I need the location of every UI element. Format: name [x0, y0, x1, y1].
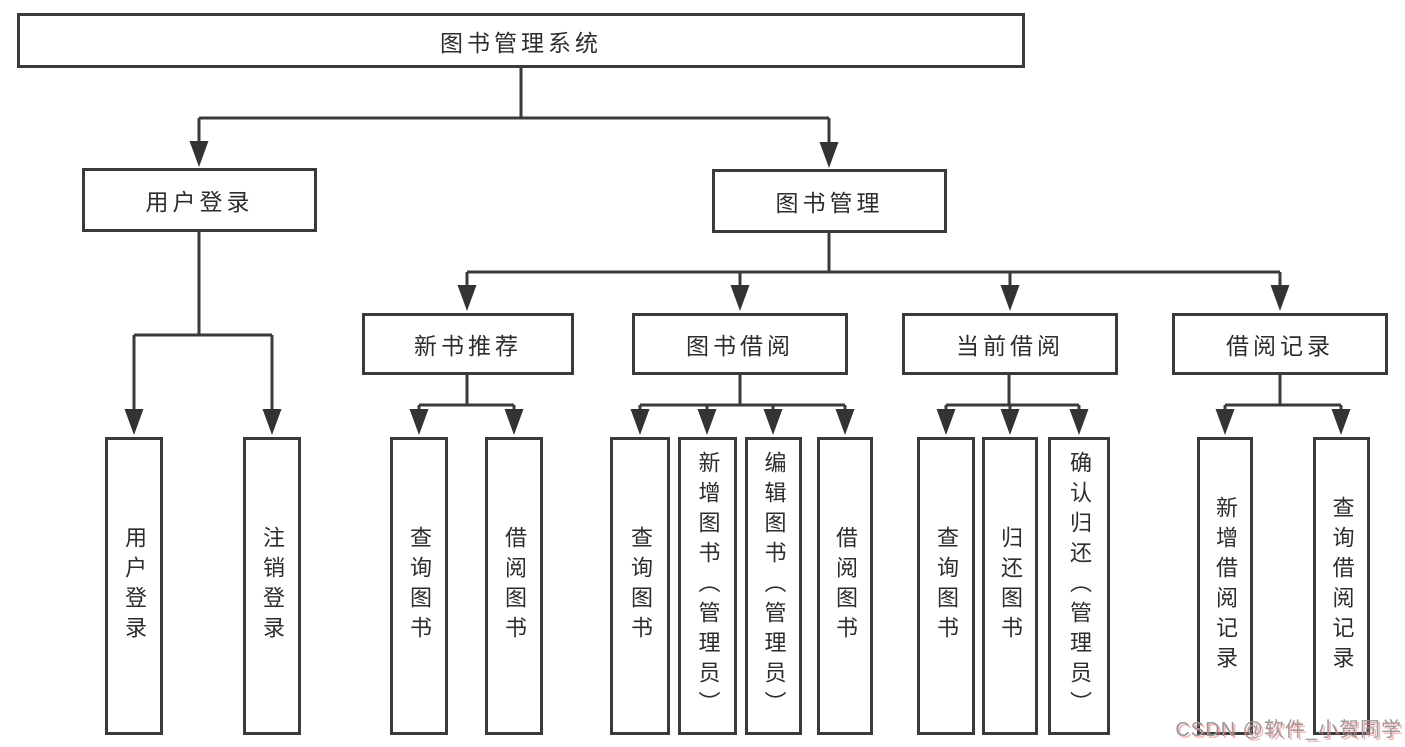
leaf-borrow-borrow-book-label: 借阅图书 — [833, 526, 858, 646]
csdn-watermark: CSDN @软件_小贺同学 — [1175, 719, 1402, 741]
leaf-current-query-book: 查询图书 — [917, 437, 975, 735]
node-library-system-label: 图书管理系统 — [440, 29, 602, 56]
leaf-borrow-query-book-label: 查询图书 — [628, 526, 653, 646]
leaf-logout-login: 注销登录 — [243, 437, 301, 735]
leaf-records-add-record-label: 新增借阅记录 — [1213, 496, 1238, 676]
leaf-records-query-record-label: 查询借阅记录 — [1329, 496, 1355, 676]
node-new-book-recommend-label: 新书推荐 — [414, 333, 522, 359]
leaf-borrow-edit-book-admin: 编辑图书（管理员） — [745, 437, 802, 735]
node-book-borrow-label: 图书借阅 — [686, 333, 794, 359]
leaf-records-query-record: 查询借阅记录 — [1313, 437, 1370, 735]
leaf-borrow-borrow-book: 借阅图书 — [817, 437, 873, 735]
leaf-borrow-add-book-admin: 新增图书（管理员） — [678, 437, 737, 735]
node-book-management: 图书管理 — [712, 169, 947, 233]
leaf-records-add-record: 新增借阅记录 — [1197, 437, 1253, 735]
leaf-current-return-book-label: 归还图书 — [998, 526, 1023, 646]
leaf-current-confirm-return-admin: 确认归还（管理员） — [1048, 437, 1110, 735]
leaf-current-query-book-label: 查询图书 — [934, 526, 959, 646]
leaf-borrow-query-book: 查询图书 — [610, 437, 670, 735]
node-user-login: 用户登录 — [82, 168, 317, 232]
leaf-newrec-query-book: 查询图书 — [390, 437, 448, 735]
leaf-borrow-add-book-admin-label: 新增图书（管理员） — [695, 451, 721, 721]
node-borrow-records: 借阅记录 — [1172, 313, 1388, 375]
node-library-system: 图书管理系统 — [17, 13, 1025, 68]
leaf-borrow-edit-book-admin-label: 编辑图书（管理员） — [761, 451, 787, 721]
node-current-borrow: 当前借阅 — [902, 313, 1118, 375]
leaf-user-login: 用户登录 — [105, 437, 163, 735]
leaf-current-return-book: 归还图书 — [982, 437, 1038, 735]
leaf-newrec-query-book-label: 查询图书 — [407, 526, 432, 646]
leaf-user-login-label: 用户登录 — [122, 526, 147, 646]
node-borrow-records-label: 借阅记录 — [1226, 333, 1334, 359]
leaf-current-confirm-return-admin-label: 确认归还（管理员） — [1067, 451, 1092, 721]
leaf-newrec-borrow-book: 借阅图书 — [485, 437, 543, 735]
node-book-management-label: 图书管理 — [775, 190, 884, 216]
node-new-book-recommend: 新书推荐 — [362, 313, 574, 375]
leaf-logout-login-label: 注销登录 — [260, 526, 285, 646]
leaf-newrec-borrow-book-label: 借阅图书 — [502, 526, 527, 646]
node-book-borrow: 图书借阅 — [632, 313, 848, 375]
node-current-borrow-label: 当前借阅 — [956, 333, 1064, 359]
node-user-login-label: 用户登录 — [145, 189, 254, 215]
